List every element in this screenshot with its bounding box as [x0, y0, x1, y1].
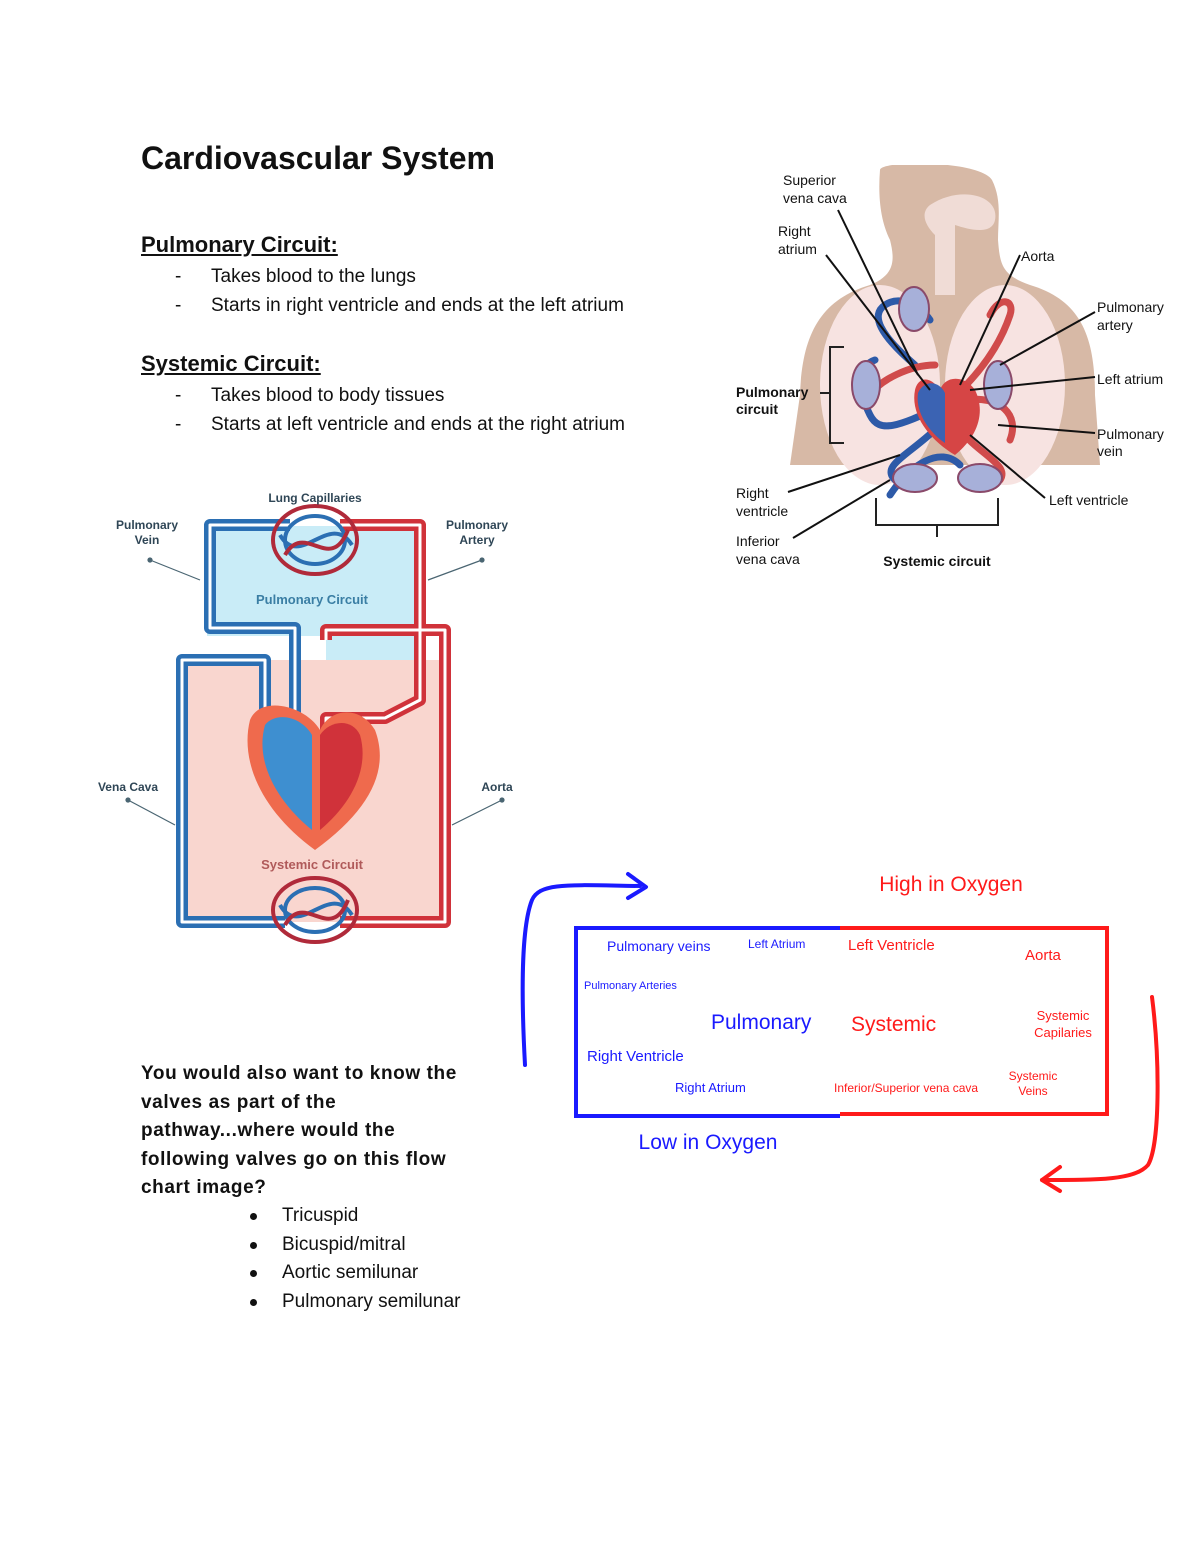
systemic-capillaries-label-line2: Capilaries	[1034, 1025, 1092, 1040]
superior-vena-cava-label-line2: vena cava	[783, 190, 847, 206]
list-item: Takes blood to body tissues	[141, 381, 625, 410]
pulmonary-vein-label-line2: Vein	[135, 533, 160, 547]
high-oxygen-half	[840, 926, 1109, 1116]
systemic-circuit-label: Systemic circuit	[883, 553, 991, 569]
pulmonary-artery-label-line2: Artery	[459, 533, 495, 547]
list-item: Starts in right ventricle and ends at th…	[141, 291, 624, 320]
aorta-label: Aorta	[1021, 248, 1055, 264]
list-item: Starts at left ventricle and ends at the…	[141, 410, 625, 439]
heart-icon	[247, 705, 380, 850]
systemic-veins-label-line1: Systemic	[1009, 1069, 1058, 1083]
pulmonary-circuit-label-line2: circuit	[736, 401, 778, 417]
capillary-bed	[851, 360, 881, 410]
pulmonary-circuit-label: Pulmonary Circuit	[256, 592, 369, 607]
red-arrow-icon	[1040, 995, 1160, 1182]
right-ventricle-label-line2: ventricle	[736, 503, 788, 519]
high-in-oxygen-label: High in Oxygen	[879, 873, 1023, 896]
pulmonary-artery-label-line1: Pulmonary	[1097, 299, 1164, 315]
systemic-capillaries-icon	[271, 876, 359, 944]
aorta-label: Aorta	[1025, 947, 1062, 964]
inferior-vena-cava-label-line1: Inferior	[736, 533, 780, 549]
left-atrium-label: Left atrium	[1097, 371, 1163, 387]
left-ventricle-label: Left Ventricle	[848, 937, 935, 954]
inferior-vena-cava-label-line2: vena cava	[736, 551, 800, 567]
valves-question: You would also want to know the valves a…	[141, 1063, 457, 1198]
pulmonary-artery-label-line1: Pulmonary	[446, 518, 508, 532]
airway	[924, 194, 996, 295]
systemic-capillaries-label-line1: Systemic	[1037, 1008, 1090, 1023]
low-in-oxygen-label: Low in Oxygen	[639, 1131, 778, 1154]
right-ventricle-label-line1: Right	[736, 485, 769, 501]
right-atrium-label: Right Atrium	[675, 1080, 746, 1095]
vena-cava-label: Inferior/Superior vena cava	[834, 1081, 978, 1095]
page-title: Cardiovascular System	[141, 140, 495, 176]
heart-circulation-diagram: Lung Capillaries Pulmonary Vein Pulmonar…	[98, 491, 513, 944]
pulmonary-points: Takes blood to the lungs Starts in right…	[141, 262, 624, 320]
blue-arrow-icon	[520, 883, 642, 1067]
aorta-label: Aorta	[481, 780, 513, 794]
right-atrium-label-line1: Right	[778, 223, 811, 239]
systemic-heading: Systemic Circuit:	[141, 351, 321, 376]
systemic-bracket	[875, 498, 999, 526]
valves-list: Tricuspid Bicuspid/mitral Aortic semilun…	[241, 1202, 460, 1316]
lung-capillaries-label: Lung Capillaries	[268, 491, 362, 505]
right-atrium-label-line2: atrium	[778, 241, 817, 257]
pulmonary-vein-label-line2: vein	[1097, 443, 1123, 459]
capillary-bed	[898, 286, 930, 332]
pulmonary-veins-label: Pulmonary veins	[607, 938, 711, 954]
list-item: Bicuspid/mitral	[241, 1231, 460, 1260]
superior-vena-cava-label-line1: Superior	[783, 172, 836, 188]
oxygen-flow-chart: High in Oxygen Low in Oxygen Pulmonary v…	[520, 872, 1160, 1193]
systemic-points: Takes blood to body tissues Starts at le…	[141, 381, 625, 439]
pulmonary-artery-label-line2: artery	[1097, 317, 1133, 333]
right-ventricle-label: Right Ventricle	[587, 1048, 684, 1065]
pulmonary-vein-label-line1: Pulmonary	[116, 518, 178, 532]
pulmonary-circuit-label-line1: Pulmonary	[736, 384, 809, 400]
pulmonary-heading: Pulmonary Circuit:	[141, 232, 338, 257]
systemic-veins-label-line2: Veins	[1018, 1084, 1047, 1098]
pulmonary-arteries-label: Pulmonary Arteries	[584, 980, 677, 992]
systemic-label: Systemic	[851, 1013, 936, 1036]
lung-capillaries-icon	[271, 504, 359, 576]
systemic-circuit-label: Systemic Circuit	[261, 857, 364, 872]
pulmonary-vein-label-line1: Pulmonary	[1097, 426, 1164, 442]
left-ventricle-label: Left ventricle	[1049, 492, 1129, 508]
left-atrium-label: Left Atrium	[748, 937, 805, 951]
pulmonary-label: Pulmonary	[711, 1011, 812, 1034]
vena-cava-label: Vena Cava	[98, 780, 158, 794]
low-oxygen-half	[574, 926, 840, 1118]
capillary-bed	[892, 463, 938, 493]
list-item: Tricuspid	[241, 1202, 460, 1231]
capillary-bed	[983, 360, 1013, 410]
pulmonary-bracket	[829, 346, 844, 444]
heart-icon	[914, 378, 980, 455]
list-item: Pulmonary semilunar	[241, 1288, 460, 1317]
list-item: Takes blood to the lungs	[141, 262, 624, 291]
capillary-bed	[957, 463, 1003, 493]
body-circulation-diagram: Superior vena cava Right atrium Aorta Pu…	[736, 165, 1164, 569]
list-item: Aortic semilunar	[241, 1259, 460, 1288]
